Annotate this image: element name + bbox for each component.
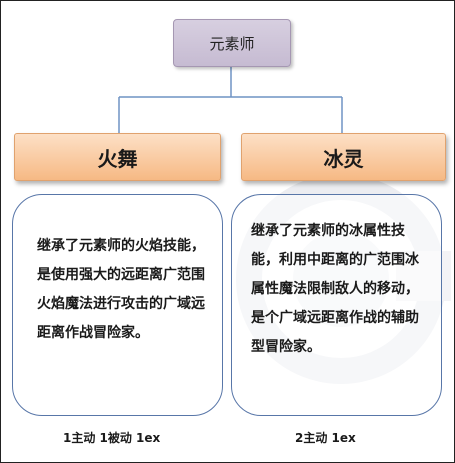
description-text: 继承了元素师的火焰技能，是使用强大的远距离广范围火焰魔法进行攻击的广域远距离作战… xyxy=(37,238,205,341)
branch-title: 冰灵 xyxy=(323,146,364,171)
skill-count-fire-dance: 1主动 1被动 1ex xyxy=(63,431,161,445)
skill-count-ice-spirit: 2主动 1ex xyxy=(295,431,356,445)
root-node-label: 元素师 xyxy=(209,34,255,53)
branch-title: 火舞 xyxy=(97,146,138,171)
description-box-fire-dance: 继承了元素师的火焰技能，是使用强大的远距离广范围火焰魔法进行攻击的广域远距离作战… xyxy=(12,194,223,416)
root-node: 元素师 xyxy=(173,19,291,67)
description-text: 继承了元素师的冰属性技能，利用中距离的广范围冰属性魔法限制敌人的移动，是个广域远… xyxy=(251,223,419,355)
description-box-ice-spirit: 继承了元素师的冰属性技能，利用中距离的广范围冰属性魔法限制敌人的移动，是个广域远… xyxy=(231,194,442,416)
branch-node-ice-spirit: 冰灵 xyxy=(241,133,446,181)
branch-node-fire-dance: 火舞 xyxy=(14,133,221,181)
